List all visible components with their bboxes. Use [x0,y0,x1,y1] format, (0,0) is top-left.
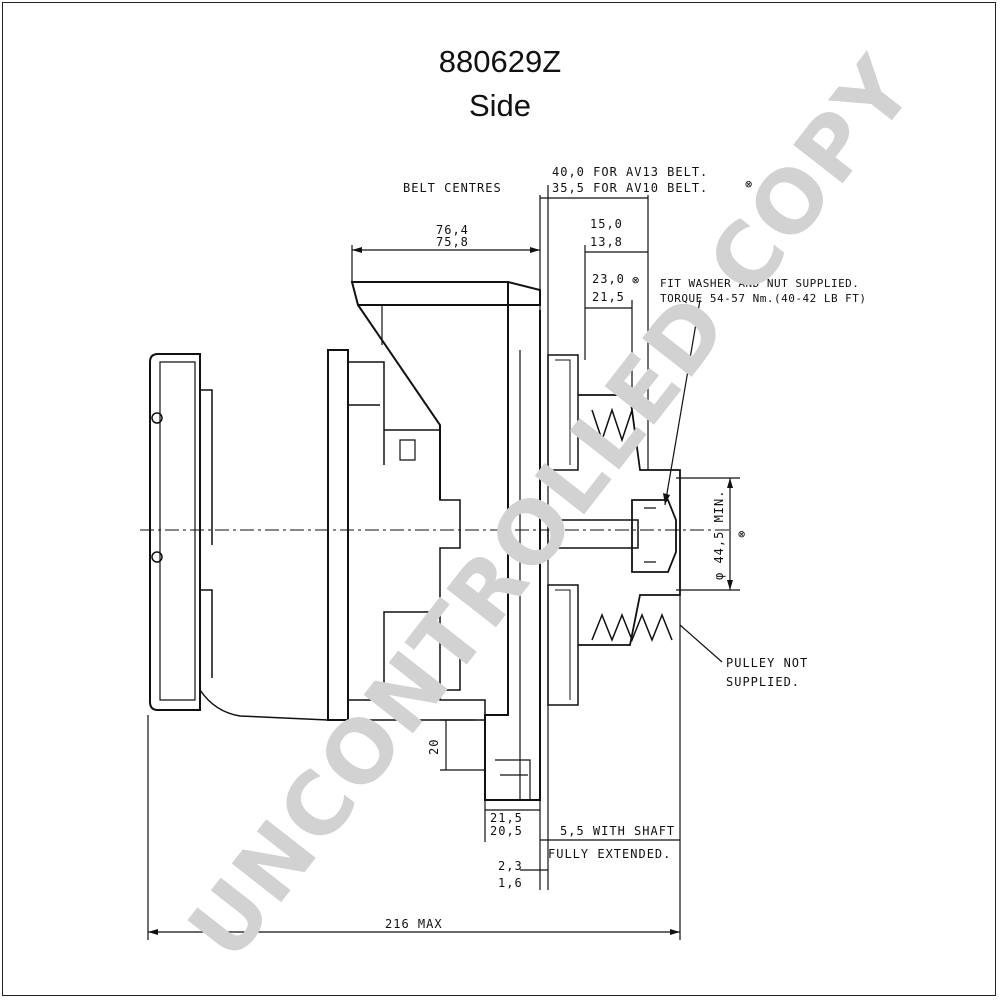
dim-75-8: 75,8 [436,235,469,249]
mounting-lug [350,281,541,306]
shaft-nut [631,499,677,573]
pulley-note-line-1: PULLEY NOT [726,656,808,670]
dim-23-0: 23,0 [592,272,625,286]
dim-76-4: 76,4 [436,223,469,237]
pulley-note-line-2: SUPPLIED. [726,675,800,689]
belt-centres-label: BELT CENTRES [403,181,502,195]
dim-21-5-bottom: 21,5 [490,811,523,825]
dim-1-6: 1,6 [498,876,523,890]
overall-length-dimension: 216 MAX [385,917,443,931]
shaft-note-line-2: FULLY EXTENDED. [548,847,671,861]
dim-13-8: 13,8 [590,235,623,249]
shaft-note-line-1: 5,5 WITH SHAFT [560,824,675,838]
screw-head-upper [151,412,163,424]
fan-lower [547,584,579,706]
dim-20: 20 [427,739,441,755]
rear-cover [149,353,201,711]
bracket-taper [357,304,441,500]
dim-21-5-top: 21,5 [592,290,625,304]
dim-20-5: 20,5 [490,824,523,838]
dimension-lines [147,185,740,940]
view-subtitle: Side [468,88,532,123]
washer-note: FIT WASHER AND NUT SUPPLIED. [660,277,859,290]
part-number-title: 880629Z [438,44,562,79]
uncontrolled-copy-watermark: UNCONTROLLED COPY [170,39,934,978]
screw-head-lower [151,551,163,563]
pulley-outline [578,394,681,646]
stator-housing [327,349,349,721]
avi0-belt-dimension: 35,5 FOR AV10 BELT. [552,181,708,195]
arrowheads [148,247,733,935]
dim-15-0: 15,0 [590,217,623,231]
phi-44-5-dimension: φ 44,5 MIN. [712,490,726,580]
dim-2-3: 2,3 [498,859,523,873]
critical-symbol-washer: ⊗ [632,273,640,287]
pulley-grooves-lower [591,612,673,643]
torque-note: TORQUE 54-57 Nm.(40-42 LB FT) [660,292,867,305]
avi3-belt-dimension: 40,0 FOR AV13 BELT. [552,165,708,179]
pulley-grooves-upper [591,407,633,443]
critical-symbol-top: ⊗ [745,177,753,191]
critical-symbol-phi: ⊗ [738,527,746,541]
